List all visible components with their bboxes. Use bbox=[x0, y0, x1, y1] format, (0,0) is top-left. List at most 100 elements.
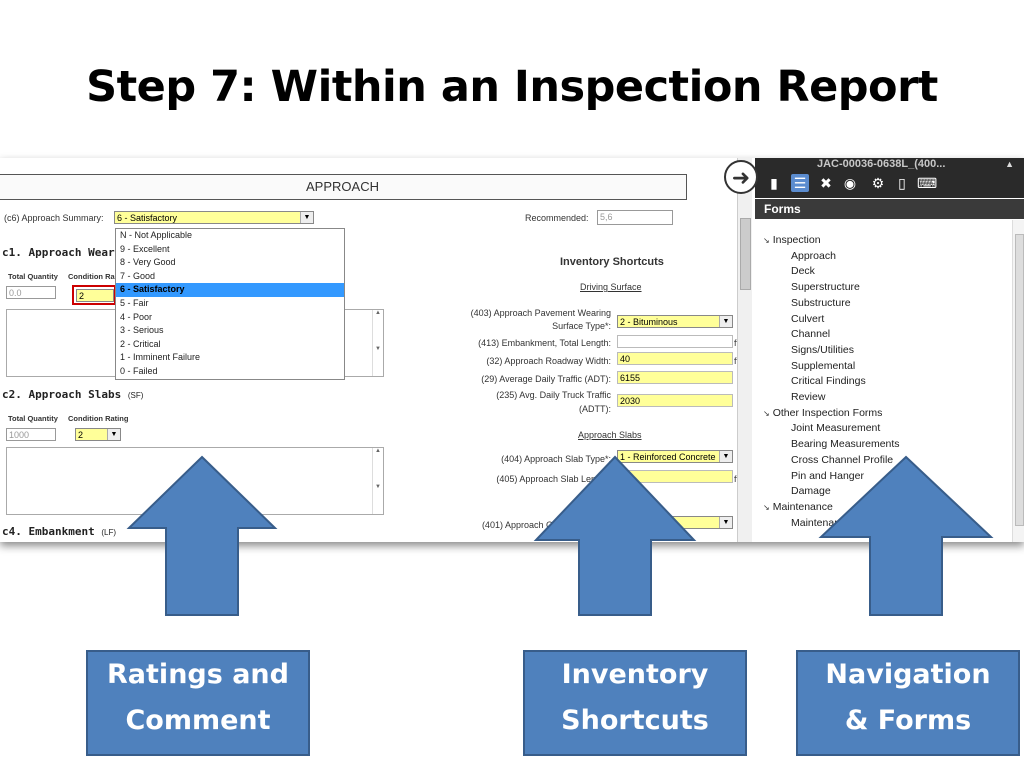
dropdown-option[interactable]: 6 - Satisfactory bbox=[116, 283, 344, 297]
scrollbar[interactable]: ▲▼ bbox=[372, 310, 383, 376]
tree-item[interactable]: Damage bbox=[791, 485, 831, 497]
scrollbar[interactable]: ▲▼ bbox=[372, 448, 383, 514]
tree-item[interactable]: Maintenan bbox=[791, 517, 840, 529]
tree-item[interactable]: Cross Channel Profile bbox=[791, 454, 893, 466]
tree-item-label: Bearing Measurements bbox=[791, 438, 900, 451]
dropdown-option[interactable]: N - Not Applicable bbox=[120, 230, 193, 240]
tree-group[interactable]: ↘Inspection bbox=[763, 234, 821, 246]
inventory-heading: Inventory Shortcuts bbox=[560, 256, 664, 268]
tree-item[interactable]: Culvert bbox=[791, 313, 824, 325]
forms-bar: Forms bbox=[755, 199, 1024, 219]
r32-field[interactable]: 40 bbox=[617, 352, 733, 365]
r235-field[interactable]: 2030 bbox=[617, 394, 733, 407]
r403-label-2: Surface Type*: bbox=[552, 321, 611, 331]
callout-ratings-line2: Comment bbox=[125, 705, 271, 736]
paperclip-icon[interactable]: ⌨ bbox=[917, 175, 938, 191]
dropdown-option[interactable]: 8 - Very Good bbox=[120, 257, 176, 268]
list-icon[interactable]: ☰ bbox=[791, 174, 809, 192]
driving-surface-link[interactable]: Driving Surface bbox=[580, 282, 642, 292]
dropdown-option[interactable]: 1 - Imminent Failure bbox=[120, 352, 201, 363]
expand-arrow-icon: ↘ bbox=[763, 236, 770, 245]
dropdown-option[interactable]: 2 - Critical bbox=[120, 338, 161, 349]
rating-dropdown-list[interactable]: N - Not Applicable 9 - Excellent 8 - Very … bbox=[115, 228, 345, 380]
tree-item-label: Signs/Utilities bbox=[791, 343, 855, 356]
summary-select[interactable]: 6 - Satisfactory ▼ bbox=[114, 211, 314, 224]
document-icon[interactable]: ▯ bbox=[898, 175, 906, 191]
scrollbar-thumb[interactable] bbox=[740, 218, 751, 290]
c2-rating-select[interactable]: 2 ▼ bbox=[75, 428, 121, 441]
tree-item[interactable]: Signs/Utilities bbox=[791, 344, 854, 356]
tree-item[interactable]: Critical Findings bbox=[791, 375, 866, 387]
map-pin-icon[interactable]: ◉ bbox=[843, 175, 857, 191]
chevron-down-icon: ▼ bbox=[719, 451, 732, 462]
arrow-right-icon[interactable]: ➜ bbox=[724, 160, 758, 194]
tree-item-label: Critical Findings bbox=[791, 375, 866, 388]
callout-ratings: Ratings and Comment bbox=[86, 650, 310, 756]
chevron-down-icon: ▼ bbox=[107, 429, 120, 440]
callout-navigation-line2: & Forms bbox=[844, 705, 972, 736]
tree-group[interactable]: ↘Other Inspection Forms bbox=[763, 407, 882, 419]
tree-item-label: Deck bbox=[791, 265, 815, 278]
tree-item[interactable]: Approach bbox=[791, 250, 836, 262]
report-title: JAC-00036-0638L_(400... bbox=[817, 158, 946, 170]
tree-item[interactable]: Review bbox=[791, 391, 825, 403]
tree-item-label: Other Inspection Forms bbox=[772, 406, 883, 419]
tree-scrollbar[interactable] bbox=[1012, 220, 1024, 542]
r29-label: (29) Average Daily Traffic (ADT): bbox=[481, 374, 611, 384]
r29-field[interactable]: 6155 bbox=[617, 371, 733, 384]
tree-item-label: Maintenan bbox=[791, 516, 841, 529]
dropdown-option[interactable]: 9 - Excellent bbox=[120, 243, 170, 254]
expand-arrow-icon: ↘ bbox=[763, 502, 770, 512]
dropdown-option[interactable]: 3 - Serious bbox=[120, 325, 164, 336]
tree-item-label: Damage bbox=[791, 485, 831, 498]
tree-group[interactable]: ↘Maintenance bbox=[763, 501, 833, 513]
c2-rating-value: 2 bbox=[78, 430, 84, 440]
tree-item[interactable]: Pin and Hanger bbox=[791, 470, 864, 482]
dropdown-option[interactable]: 5 - Fair bbox=[120, 297, 149, 308]
dropdown-option[interactable]: 0 - Failed bbox=[120, 365, 158, 376]
dropdown-option[interactable]: 4 - Poor bbox=[120, 311, 153, 322]
up-arrow-navigation bbox=[818, 455, 994, 616]
r405-unit: ft bbox=[734, 474, 739, 484]
c2-qty-field[interactable]: 1000 bbox=[6, 428, 56, 441]
approach-slabs-link[interactable]: Approach Slabs bbox=[578, 430, 642, 440]
form-scrollbar[interactable] bbox=[737, 158, 752, 542]
collapse-icon[interactable]: ▲ bbox=[1005, 159, 1014, 169]
c4-title-text: c4. Embankment bbox=[2, 525, 95, 538]
summary-select-value: 6 - Satisfactory bbox=[117, 213, 178, 223]
tree-item[interactable]: Superstructure bbox=[791, 281, 860, 293]
callout-ratings-line1: Ratings and bbox=[107, 659, 289, 690]
tree-item-label: Channel bbox=[791, 328, 831, 341]
r235-label-2: (ADTT): bbox=[579, 404, 611, 414]
gear-icon[interactable]: ⚙ bbox=[871, 175, 885, 191]
r235-label-1: (235) Avg. Daily Truck Traffic bbox=[496, 390, 611, 400]
exit-icon[interactable]: ▮ bbox=[770, 175, 778, 191]
c1-qty-field[interactable]: 0.0 bbox=[6, 286, 56, 299]
r404-value: 1 - Reinforced Concrete bbox=[620, 452, 716, 462]
tree-item[interactable]: Supplemental bbox=[791, 360, 855, 372]
tree-item[interactable]: Joint Measurement bbox=[791, 422, 880, 434]
c2-unit: (SF) bbox=[127, 391, 144, 400]
tree-item-label: Approach bbox=[791, 249, 836, 262]
scrollbar-thumb[interactable] bbox=[1015, 234, 1024, 526]
r413-field[interactable] bbox=[617, 335, 733, 348]
r413-unit: ft bbox=[734, 338, 739, 348]
tree-item-label: Pin and Hanger bbox=[791, 469, 864, 482]
recommended-field[interactable]: 5,6 bbox=[597, 210, 673, 225]
tree-item-label: Culvert bbox=[791, 312, 825, 325]
c1-rating-value: 2 bbox=[79, 291, 85, 301]
callout-navigation: Navigation & Forms bbox=[796, 650, 1020, 756]
r403-select[interactable]: 2 - Bituminous ▼ bbox=[617, 315, 733, 328]
panel-header: JAC-00036-0638L_(400... ▲ ▮ ☰ ✖ ◉ ⚙ ▯ ⌨ bbox=[755, 158, 1024, 198]
tree-item[interactable]: Channel bbox=[791, 328, 830, 340]
tools-icon[interactable]: ✖ bbox=[820, 175, 832, 191]
c4-title: c4. Embankment (LF) bbox=[2, 525, 116, 538]
dropdown-option[interactable]: 7 - Good bbox=[120, 270, 156, 281]
expand-arrow-icon: ↘ bbox=[763, 408, 770, 418]
tree-item-label: Inspection bbox=[772, 234, 821, 246]
tree-item[interactable]: Bearing Measurements bbox=[791, 438, 900, 450]
c1-rating-select[interactable]: 2 bbox=[76, 289, 114, 302]
tree-item[interactable]: Deck bbox=[791, 265, 815, 277]
tree-item[interactable]: Substructure bbox=[791, 297, 851, 309]
r404-select[interactable]: 1 - Reinforced Concrete ▼ bbox=[617, 450, 733, 463]
